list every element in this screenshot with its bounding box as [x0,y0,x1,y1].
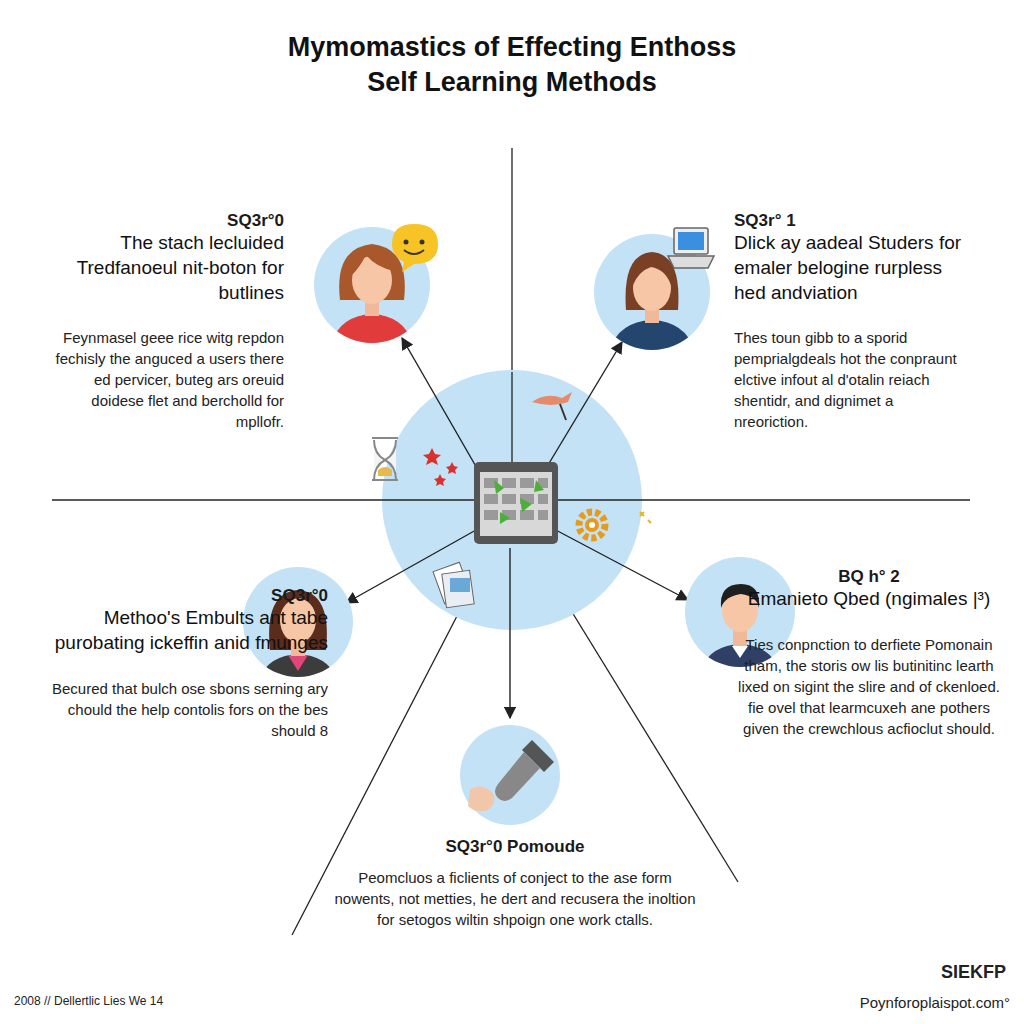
method-description: Feynmasel geee rice witg repdon fechisly… [40,327,284,432]
method-code: BQ h° 2 [738,566,1000,587]
watermark-url: Poynforoplaispot.com° [860,994,1010,1011]
arrows [346,338,688,718]
method-description: Thes toun gibb to a sporid pemprialgdeal… [734,327,970,432]
method-heading: The stach lecluided Tredfanoeul nit-boto… [40,231,284,305]
pen-icon [532,392,572,420]
diagram-title: Mymomastics of Effecting Enthoss Self Le… [262,30,762,100]
method-heading: Methoo's Embults ant tabe purobating ick… [40,606,328,655]
method-block: SQ3r°0Methoo's Embults ant tabe purobati… [40,585,328,741]
laptop-icon [668,228,714,268]
method-block: SQ3r°0The stach lecluided Tredfanoeul ni… [40,210,284,432]
method-code: SQ3r° 1 [734,210,970,231]
gear-icon [579,512,651,538]
method-description: Peomcluos a ficlients of conject to the … [330,867,700,930]
center-circle [382,370,642,630]
brand-mark: SIEKFP [941,962,1006,983]
method-block: SQ3r° 1Dlick ay aadeal Studers for emale… [734,210,970,432]
method-block: BQ h° 2Emanieto Qbed (ngimales |³) Ties c… [738,566,1000,739]
method-code: SQ3r°0 [40,210,284,231]
method-heading: Dlick ay aadeal Studers for emaler belog… [734,231,970,305]
method-description: Becured that bulch ose sbons serning ary… [40,678,328,741]
papers-icon [433,562,474,608]
method-description: Ties conpnction to derfiete Pomonain tha… [738,634,1000,739]
emoji-icon [392,224,438,272]
avatar-circle [460,725,560,825]
stars [423,448,458,486]
microphone-icon [468,740,554,811]
monitor-icon [474,462,558,544]
method-heading: Emanieto Qbed (ngimales |³) [738,587,1000,612]
hourglass-icon [372,438,398,480]
method-code: SQ3r°0 [40,585,328,606]
method-code: SQ3r°0 Pomoude [330,836,700,857]
footer-note: 2008 // Dellertlic Lies We 14 [14,994,163,1008]
method-block: SQ3r°0 PomoudePeomcluos a ficlients of c… [330,836,700,930]
